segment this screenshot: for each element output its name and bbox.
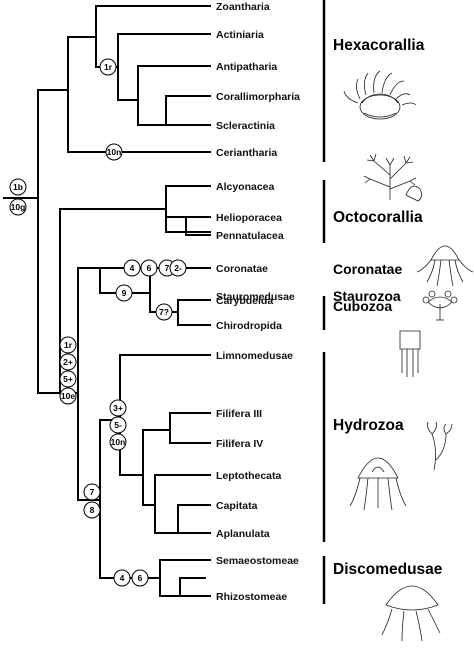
node-marker: 6	[140, 259, 158, 277]
group-hydrozoa: Hydrozoa	[333, 417, 404, 434]
node-marker: 4	[123, 259, 141, 277]
group-labels: Hexacorallia Octocorallia Coronatae Stau…	[333, 37, 443, 578]
taxon-stauromedusae: Stauromedusae	[216, 291, 295, 303]
taxon-rhizostomeae: Rhizostomeae	[216, 591, 287, 603]
branch-hexacorallia	[95, 5, 211, 68]
sea-anemone-illustration	[343, 70, 417, 120]
taxon-filifera-iv: Filifera IV	[216, 438, 263, 450]
branch-filifera	[169, 412, 211, 444]
branch-antipatharia-clade	[137, 65, 211, 126]
node-marker: 10g	[9, 198, 27, 216]
svg-text:8: 8	[90, 505, 95, 515]
branch-hydrozoa	[119, 354, 211, 476]
hydroid-illustration	[427, 421, 453, 471]
stauromedusa-illustration	[422, 290, 458, 321]
taxon-semaeostomeae: Semaeostomeae	[216, 555, 299, 567]
svg-text:5-: 5-	[114, 420, 122, 430]
group-octocorallia: Octocorallia	[333, 209, 423, 226]
branch-anthozoa	[67, 36, 97, 153]
branch-hexa-inner	[117, 33, 211, 101]
branch-rhizostomeae	[179, 577, 206, 597]
node-marker: 6	[131, 569, 149, 587]
taxon-scleractinia: Scleractinia	[216, 120, 275, 132]
taxon-coronatae: Coronatae	[216, 263, 268, 275]
node-marker: 10n	[109, 433, 127, 451]
group-discomedusae: Discomedusae	[333, 561, 443, 578]
tree-branches	[3, 5, 211, 597]
node-marker: 7?	[155, 303, 173, 321]
branch-hydrozoa-inner	[142, 429, 171, 506]
branch-root	[3, 89, 69, 394]
svg-text:6: 6	[147, 263, 152, 273]
node-marker: 9	[115, 284, 133, 302]
group-coronatae: Coronatae	[333, 261, 402, 277]
taxon-capitata: Capitata	[216, 500, 258, 512]
svg-text:7?: 7?	[159, 307, 169, 317]
svg-text:10g: 10g	[11, 202, 26, 212]
svg-text:2+: 2+	[63, 357, 73, 367]
node-marker: 2-	[169, 259, 187, 277]
box-jellyfish-illustration	[399, 330, 421, 377]
svg-text:1b: 1b	[13, 182, 23, 192]
svg-text:3+: 3+	[113, 403, 123, 413]
group-hexacorallia: Hexacorallia	[333, 37, 425, 54]
node-marker: 5+	[59, 370, 77, 388]
branch-leptothecata-clade	[154, 474, 211, 534]
taxon-carybdeida: Carybdeida	[216, 295, 273, 307]
group-cubozoa: Cubozoa	[333, 298, 392, 314]
taxon-limnomedusae: Limnomedusae	[216, 350, 293, 362]
hydromedusa-illustration	[349, 457, 407, 511]
branch-octocorallia	[59, 185, 211, 394]
taxon-aplanulata: Aplanulata	[216, 528, 270, 540]
node-marker: 10n	[105, 143, 123, 161]
taxon-antipatharia: Antipatharia	[216, 61, 277, 73]
node-marker: 8	[83, 501, 101, 519]
coronate-jellyfish-illustration	[416, 245, 474, 287]
svg-text:5+: 5+	[63, 374, 73, 384]
svg-text:10e: 10e	[61, 391, 75, 401]
svg-text:7: 7	[90, 487, 95, 497]
svg-text:10n: 10n	[107, 147, 122, 157]
taxon-chirodropida: Chirodropida	[216, 320, 282, 332]
taxon-actiniaria: Actiniaria	[216, 29, 264, 41]
svg-text:9: 9	[122, 288, 127, 298]
taxon-helioporacea: Helioporacea	[216, 212, 282, 224]
node-marker: 1r	[59, 336, 77, 354]
taxon-pennatulacea: Pennatulacea	[216, 230, 284, 242]
node-marker: 7	[83, 483, 101, 501]
taxon-leptothecata: Leptothecata	[216, 470, 282, 482]
node-marker: 2+	[59, 353, 77, 371]
taxon-ceriantharia: Ceriantharia	[216, 147, 277, 159]
svg-text:4: 4	[130, 263, 135, 273]
svg-text:2-: 2-	[174, 263, 182, 273]
svg-text:6: 6	[138, 573, 143, 583]
node-marker: 1b	[9, 178, 27, 196]
scyphomedusa-illustration	[381, 585, 441, 642]
node-marker: 10e	[59, 387, 77, 405]
svg-text:7: 7	[165, 263, 170, 273]
taxon-corallimorpharia: Corallimorpharia	[216, 91, 300, 103]
node-marker: 4	[113, 569, 131, 587]
taxon-alcyonacea: Alcyonacea	[216, 181, 275, 193]
group-staurozoa: Staurozoa	[333, 288, 401, 304]
svg-text:10n: 10n	[111, 437, 126, 447]
svg-text:1r: 1r	[64, 340, 73, 350]
svg-text:4: 4	[120, 573, 125, 583]
branch-capitata-aplanulata	[177, 504, 211, 534]
node-marker: 3+	[109, 399, 127, 417]
taxon-zoantharia: Zoantharia	[216, 1, 270, 13]
taxon-labels: Zoantharia Actiniaria Antipatharia Coral…	[216, 1, 300, 603]
branch-cubozoa	[177, 299, 211, 326]
taxon-filifera-iii: Filifera III	[216, 408, 262, 420]
node-markers: 1b 10g 1r 10n 4 6 7 2- 9 7? 1r 2+ 5+ 10e…	[9, 58, 187, 587]
svg-text:1r: 1r	[104, 62, 113, 72]
illustrations	[343, 70, 474, 642]
octocoral-illustration	[363, 153, 422, 202]
node-marker: 5-	[109, 416, 127, 434]
branch-corallimorpharia-scleractinia	[165, 95, 211, 126]
node-marker: 1r	[99, 58, 117, 76]
